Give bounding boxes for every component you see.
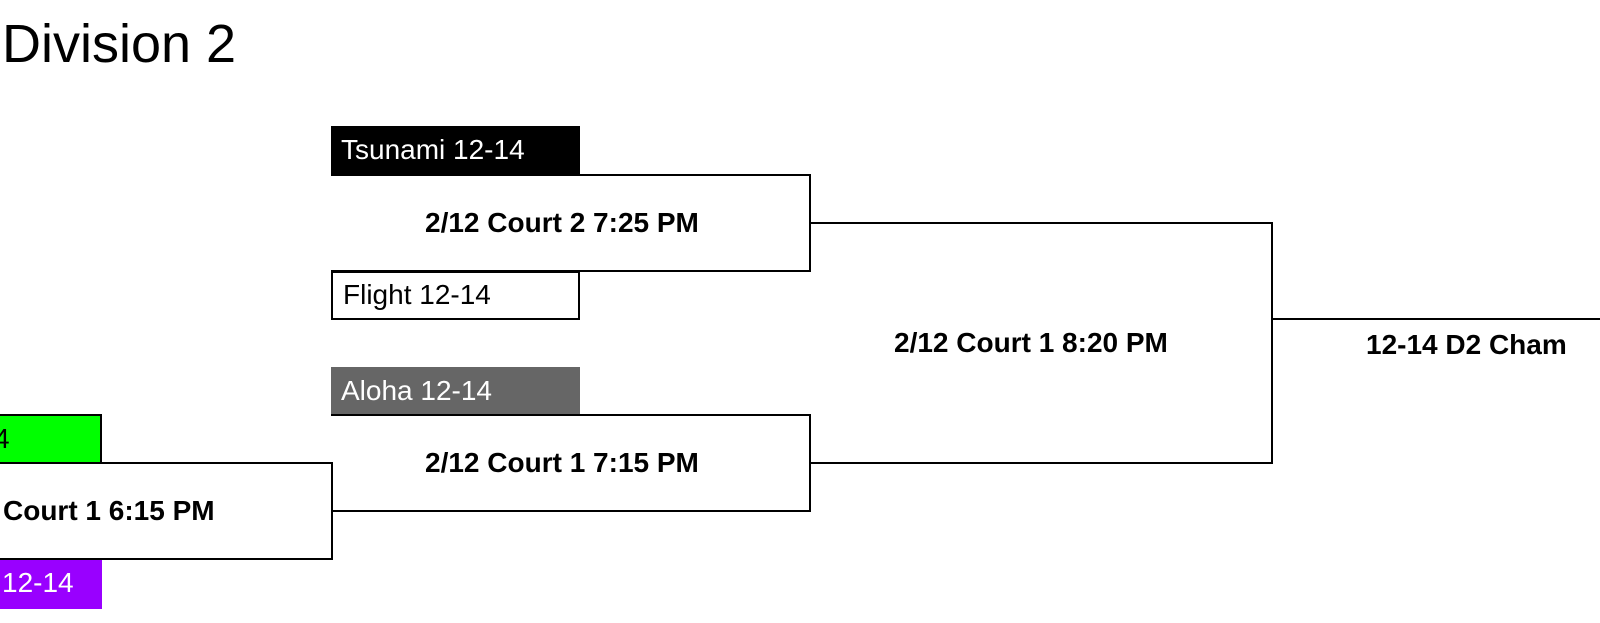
bracket-line [331, 174, 811, 176]
game-label-championship: 12-14 D2 Cham [1366, 329, 1567, 360]
page-title: Division 2 [2, 14, 237, 74]
bracket-line [0, 558, 333, 560]
team-slot-green: 4 [0, 414, 102, 464]
team-label-tsunami: Tsunami 12-14 [341, 134, 525, 165]
bracket-line [331, 414, 811, 416]
team-label-green: 4 [0, 416, 10, 462]
bracket-line [331, 462, 333, 560]
game-label-bottom: 2/12 Court 1 7:15 PM [425, 447, 699, 478]
team-slot-purple: 12-14 [0, 559, 102, 609]
game-label-semifinal: 2/12 Court 1 8:20 PM [894, 327, 1168, 358]
bracket-line [809, 222, 1273, 224]
bracket-line [1271, 318, 1600, 320]
team-label-aloha: Aloha 12-14 [341, 375, 493, 406]
bracket-line [809, 462, 1273, 464]
bracket-line [331, 510, 811, 512]
team-slot-aloha: Aloha 12-14 [331, 367, 580, 416]
game-label-left: Court 1 6:15 PM [3, 495, 215, 526]
bracket-line [1271, 222, 1273, 464]
game-label-top: 2/12 Court 2 7:25 PM [425, 207, 699, 238]
team-label-purple: 12-14 [2, 567, 74, 598]
bracket-line [331, 270, 811, 272]
bracket-line [0, 462, 333, 464]
team-label-flight: Flight 12-14 [343, 279, 491, 310]
team-slot-tsunami: Tsunami 12-14 [331, 126, 580, 175]
team-slot-flight: Flight 12-14 [331, 271, 580, 320]
